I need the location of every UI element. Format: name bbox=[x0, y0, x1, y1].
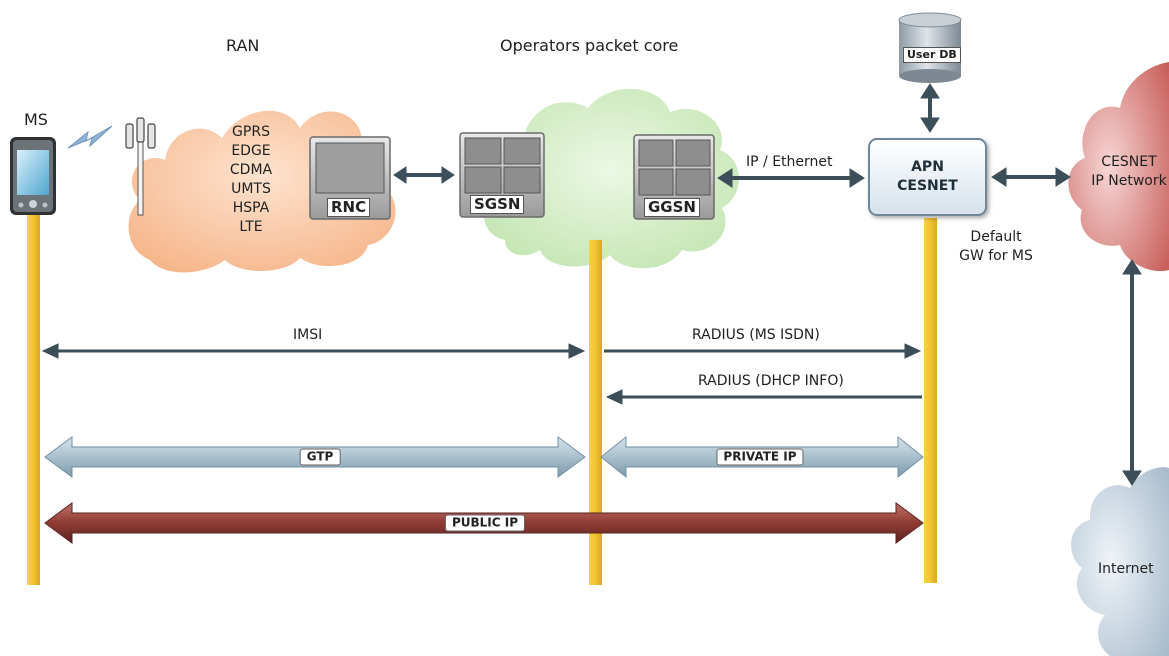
ran-heading: RAN bbox=[226, 36, 260, 55]
ms-label: MS bbox=[24, 110, 48, 129]
apn-line2: CESNET bbox=[897, 178, 958, 194]
internet-cloud bbox=[1071, 467, 1169, 656]
core-heading: Operators packet core bbox=[500, 36, 679, 55]
ggsn-label: GGSN bbox=[644, 198, 700, 217]
userdb-label: User DB bbox=[903, 47, 961, 63]
cesnet-cloud bbox=[1068, 62, 1169, 272]
technology-item: GPRS bbox=[232, 124, 270, 140]
arrowhead bbox=[1122, 470, 1142, 486]
cesnet-cloud-label: CESNET IP Network bbox=[1084, 153, 1169, 191]
apn-cesnet-box: APN CESNET bbox=[868, 138, 987, 216]
radius-dhcp-label: RADIUS (DHCP INFO) bbox=[698, 373, 844, 389]
arrowhead bbox=[41, 343, 59, 359]
apn-lifeline bbox=[924, 218, 937, 583]
public-ip-label: PUBLIC IP bbox=[444, 514, 526, 532]
arrowhead bbox=[568, 343, 586, 359]
arrowhead bbox=[605, 389, 623, 405]
sgsn-label: SGSN bbox=[470, 195, 525, 214]
cesnet-line1: CESNET bbox=[1101, 154, 1157, 170]
technology-item: HSPA bbox=[232, 200, 270, 216]
technology-item: UMTS bbox=[231, 181, 271, 197]
arrowhead bbox=[920, 117, 940, 133]
internet-label: Internet bbox=[1098, 561, 1154, 577]
core-cloud bbox=[483, 88, 740, 269]
rnc-label: RNC bbox=[327, 198, 371, 217]
arrowhead bbox=[441, 166, 455, 184]
default-gw-line1: Default bbox=[970, 229, 1022, 245]
apn-line1: APN bbox=[911, 159, 944, 175]
technology-item: CDMA bbox=[229, 162, 273, 178]
imsi-label: IMSI bbox=[293, 327, 323, 343]
arrowhead bbox=[920, 83, 940, 99]
technology-item: EDGE bbox=[231, 143, 271, 159]
radio-wave-icon bbox=[67, 125, 113, 149]
technology-list: GPRS EDGE CDMA UMTS HSPA LTE bbox=[226, 123, 276, 237]
arrowhead bbox=[717, 168, 733, 188]
radius-isdn-label: RADIUS (MS ISDN) bbox=[692, 327, 820, 343]
ms-lifeline bbox=[27, 213, 40, 585]
default-gw-line2: GW for MS bbox=[959, 248, 1033, 264]
default-gw-label: Default GW for MS bbox=[958, 228, 1034, 266]
arrowhead bbox=[904, 343, 922, 359]
arrowhead bbox=[1122, 259, 1142, 275]
technology-item: LTE bbox=[239, 219, 263, 235]
antenna-tower-icon bbox=[125, 117, 156, 216]
arrowhead bbox=[991, 167, 1007, 187]
sgsn-lifeline bbox=[589, 240, 602, 585]
private-ip-label: PRIVATE IP bbox=[716, 448, 804, 466]
arrowhead bbox=[393, 166, 407, 184]
gtp-label: GTP bbox=[299, 448, 341, 466]
arrowhead bbox=[849, 168, 865, 188]
mobile-phone-icon bbox=[10, 137, 56, 215]
ip-ethernet-label: IP / Ethernet bbox=[746, 154, 833, 170]
arrowhead bbox=[1055, 167, 1071, 187]
cesnet-line2: IP Network bbox=[1091, 173, 1167, 189]
